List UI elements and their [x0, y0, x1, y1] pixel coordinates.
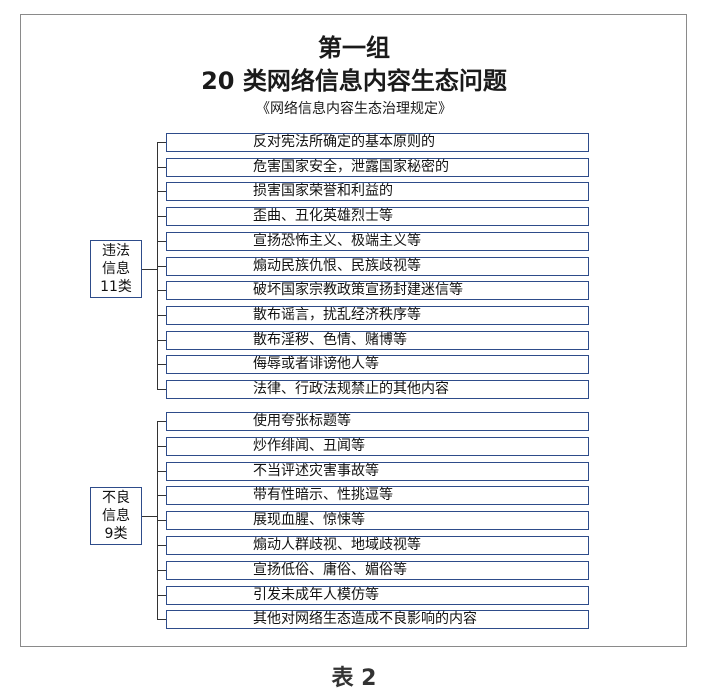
category-item: 法律、行政法规禁止的其他内容: [166, 380, 589, 399]
item-connector: [157, 340, 166, 341]
item-connector: [157, 471, 166, 472]
category-connector: [142, 269, 157, 270]
category-item: 使用夸张标题等: [166, 412, 589, 431]
category-item: 侮辱或者诽谤他人等: [166, 355, 589, 374]
item-connector: [157, 266, 166, 267]
item-connector: [157, 216, 166, 217]
category-item: 散布淫秽、色情、赌博等: [166, 331, 589, 350]
category-item: 歪曲、丑化英雄烈士等: [166, 207, 589, 226]
category-item: 不当评述灾害事故等: [166, 462, 589, 481]
category-item: 损害国家荣誉和利益的: [166, 182, 589, 201]
item-connector: [157, 570, 166, 571]
item-connector: [157, 364, 166, 365]
category-item: 其他对网络生态造成不良影响的内容: [166, 610, 589, 629]
item-connector: [157, 241, 166, 242]
source-reference: 《网络信息内容生态治理规定》: [256, 101, 452, 117]
item-connector: [157, 545, 166, 546]
item-connector: [157, 290, 166, 291]
item-connector: [157, 619, 166, 620]
category-item: 宣扬恐怖主义、极端主义等: [166, 232, 589, 251]
item-connector: [157, 191, 166, 192]
group-title: 第一组: [318, 34, 390, 62]
category-box: 不良 信息 9类: [90, 487, 142, 545]
item-connector: [157, 389, 166, 390]
item-connector: [157, 315, 166, 316]
category-item: 带有性暗示、性挑逗等: [166, 486, 589, 505]
category-item: 破坏国家宗教政策宣扬封建迷信等: [166, 281, 589, 300]
category-item: 展现血腥、惊悚等: [166, 511, 589, 530]
category-item: 散布谣言，扰乱经济秩序等: [166, 306, 589, 325]
item-connector: [157, 495, 166, 496]
category-item: 引发未成年人模仿等: [166, 586, 589, 605]
category-item: 煽动人群歧视、地域歧视等: [166, 536, 589, 555]
category-connector: [142, 516, 157, 517]
category-item: 炒作绯闻、丑闻等: [166, 437, 589, 456]
category-item: 煽动民族仇恨、民族歧视等: [166, 257, 589, 276]
item-connector: [157, 421, 166, 422]
item-connector: [157, 446, 166, 447]
table-frame: [20, 14, 687, 647]
diagram-title: 20 类网络信息内容生态问题: [201, 67, 507, 95]
item-connector: [157, 142, 166, 143]
item-connector: [157, 167, 166, 168]
category-item: 反对宪法所确定的基本原则的: [166, 133, 589, 152]
category-item: 危害国家安全，泄露国家秘密的: [166, 158, 589, 177]
category-item: 宣扬低俗、庸俗、媚俗等: [166, 561, 589, 580]
table-caption: 表 2: [331, 666, 377, 691]
category-box: 违法 信息 11类: [90, 240, 142, 298]
item-connector: [157, 520, 166, 521]
item-connector: [157, 595, 166, 596]
